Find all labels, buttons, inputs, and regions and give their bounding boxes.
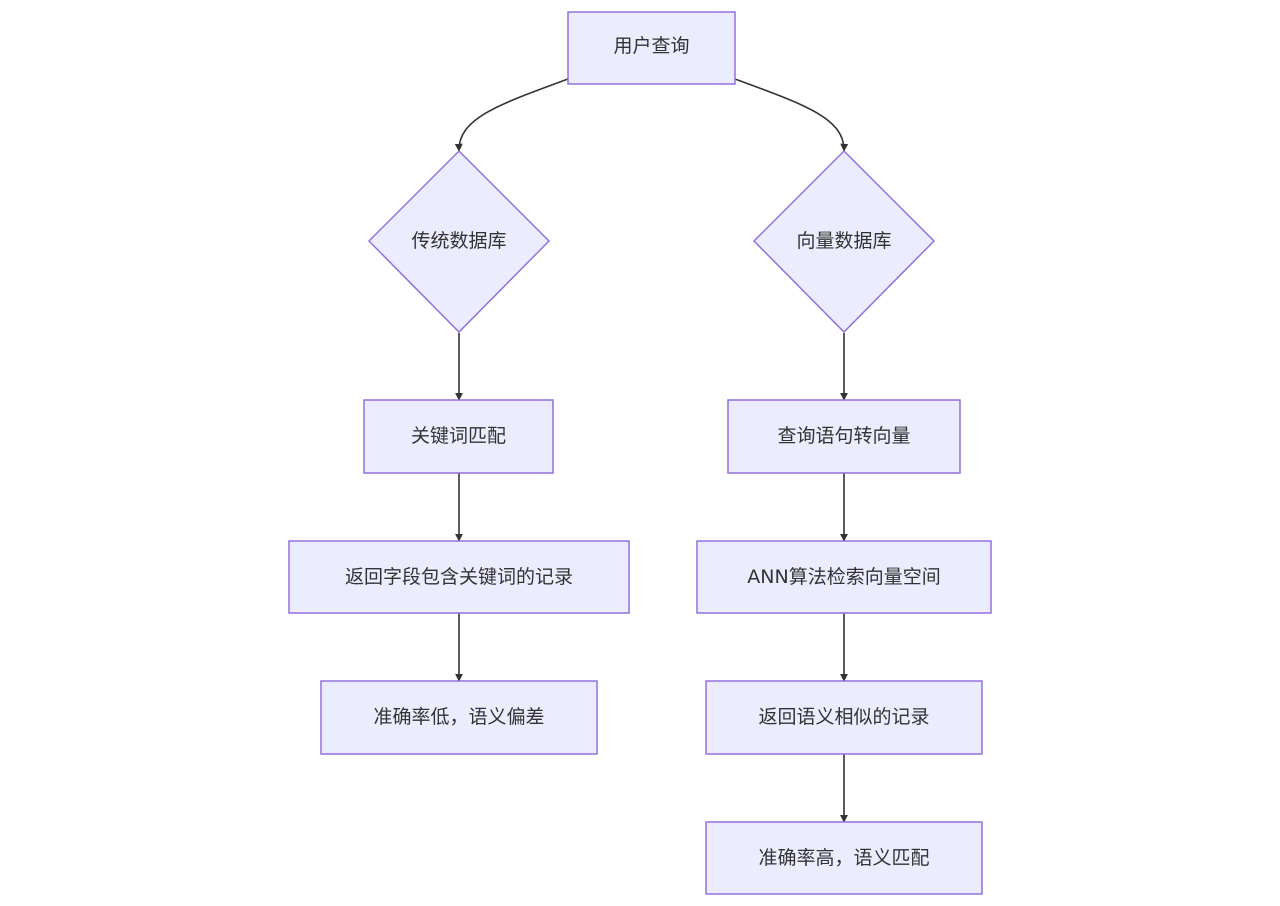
- node-user-query-label: 用户查询: [613, 35, 689, 57]
- edge-user-query-to-traditional-db: [454, 78, 569, 152]
- node-return-keyword-records: 返回字段包含关键词的记录: [288, 540, 630, 614]
- node-traditional-db: 传统数据库: [367, 149, 551, 334]
- node-vector-db-label: 向量数据库: [796, 230, 891, 252]
- node-low-accuracy: 准确率低，语义偏差: [320, 680, 598, 755]
- node-traditional-db-label: 传统数据库: [411, 230, 506, 252]
- node-query-to-vector-label: 查询语句转向量: [777, 425, 910, 447]
- edge-user-query-to-vector-db: [734, 78, 849, 152]
- node-low-accuracy-label: 准确率低，语义偏差: [373, 706, 544, 728]
- node-ann-search-label: ANN算法检索向量空间: [747, 566, 940, 588]
- node-keyword-match-label: 关键词匹配: [411, 425, 506, 447]
- node-return-keyword-records-label: 返回字段包含关键词的记录: [345, 566, 573, 588]
- node-keyword-match: 关键词匹配: [363, 399, 554, 474]
- edges: [454, 78, 849, 823]
- node-high-accuracy-label: 准确率高，语义匹配: [758, 847, 929, 869]
- node-user-query: 用户查询: [567, 11, 736, 85]
- node-high-accuracy: 准确率高，语义匹配: [705, 821, 983, 895]
- node-query-to-vector: 查询语句转向量: [727, 399, 961, 474]
- node-return-similar-records-label: 返回语义相似的记录: [758, 706, 929, 728]
- node-vector-db: 向量数据库: [752, 149, 936, 334]
- node-ann-search: ANN算法检索向量空间: [696, 540, 992, 614]
- node-return-similar-records: 返回语义相似的记录: [705, 680, 983, 755]
